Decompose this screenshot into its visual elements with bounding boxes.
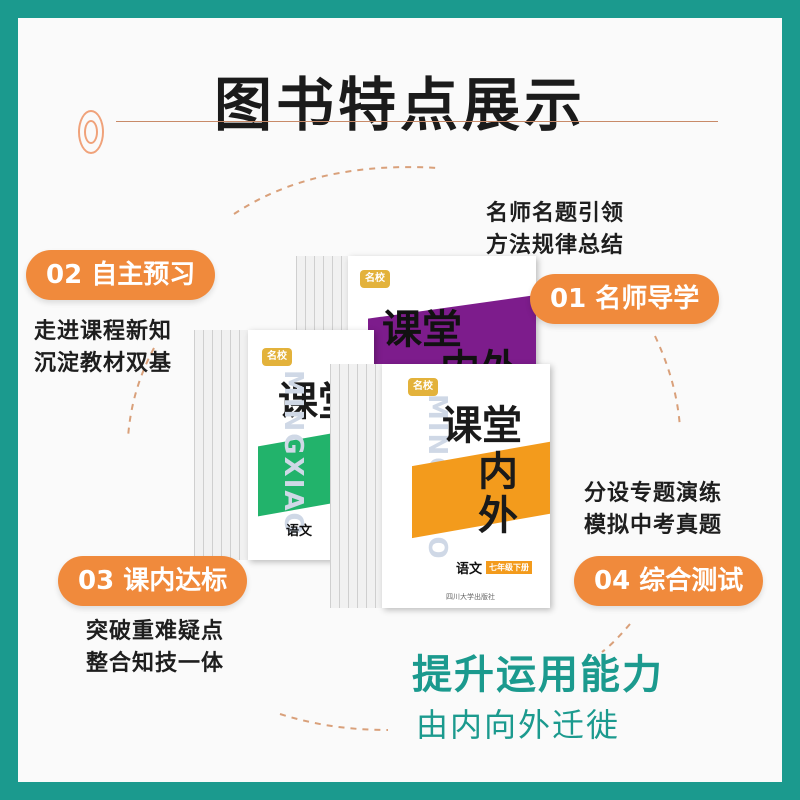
feature-02-line-1: 走进课程新知 <box>34 319 173 344</box>
book-badge: 名校 <box>360 270 390 288</box>
feature-label-04: 04 综合测试 <box>574 556 764 606</box>
book-subject: 语文 <box>456 562 483 577</box>
feature-label-02: 02 自主预习 <box>26 250 216 300</box>
feature-04-line-1: 分设专题演练 <box>584 481 723 506</box>
book-badge: 名校 <box>408 378 438 396</box>
book-subject: 语文 <box>286 524 313 539</box>
slogan-sub: 由内向外迁徙 <box>416 706 621 744</box>
feature-03-line-1: 突破重难疑点 <box>86 619 225 644</box>
feature-04-desc: 分设专题演练 模拟中考真题 <box>584 478 722 542</box>
decorative-swirl-icon <box>78 110 104 154</box>
feature-01-line-1: 名师名题引领 <box>486 201 625 226</box>
feature-01-desc: 名师名题引领 方法规律总结 <box>486 198 624 262</box>
book-title-line2: 内外 <box>478 449 518 539</box>
feature-03-line-2: 整合知技一体 <box>86 651 225 676</box>
book-watermark: MINGXIAO <box>278 370 308 537</box>
feature-02-line-2: 沉淀教材双基 <box>34 351 173 376</box>
book-title: 课堂 <box>382 307 462 353</box>
book-publisher: 四川大学出版社 <box>446 593 495 601</box>
page-title: 图书特点展示 <box>213 71 586 139</box>
title-underline <box>116 121 718 122</box>
content-panel: 图书特点展示 名校 课堂 内外 名 <box>18 18 782 782</box>
book-cover-orange: 名校 MINGXIAO 课堂 内外 语文 七年级下册 四川大学出版社 <box>382 364 550 608</box>
feature-03-desc: 突破重难疑点 整合知技一体 <box>86 616 224 680</box>
book-grade: 七年级下册 <box>486 561 532 574</box>
feature-04-line-2: 模拟中考真题 <box>584 513 723 538</box>
feature-label-01: 01 名师导学 <box>530 274 720 324</box>
feature-02-desc: 走进课程新知 沉淀教材双基 <box>34 316 172 380</box>
book-badge: 名校 <box>262 348 292 366</box>
feature-01-line-2: 方法规律总结 <box>486 233 625 258</box>
book-stack-orange: 名校 MINGXIAO 课堂 内外 语文 七年级下册 四川大学出版社 <box>330 364 550 608</box>
feature-label-03: 03 课内达标 <box>58 556 248 606</box>
book-title: 课堂 <box>442 403 522 449</box>
dashed-circle-decoration <box>127 166 681 731</box>
slogan-main: 提升运用能力 <box>412 652 664 698</box>
